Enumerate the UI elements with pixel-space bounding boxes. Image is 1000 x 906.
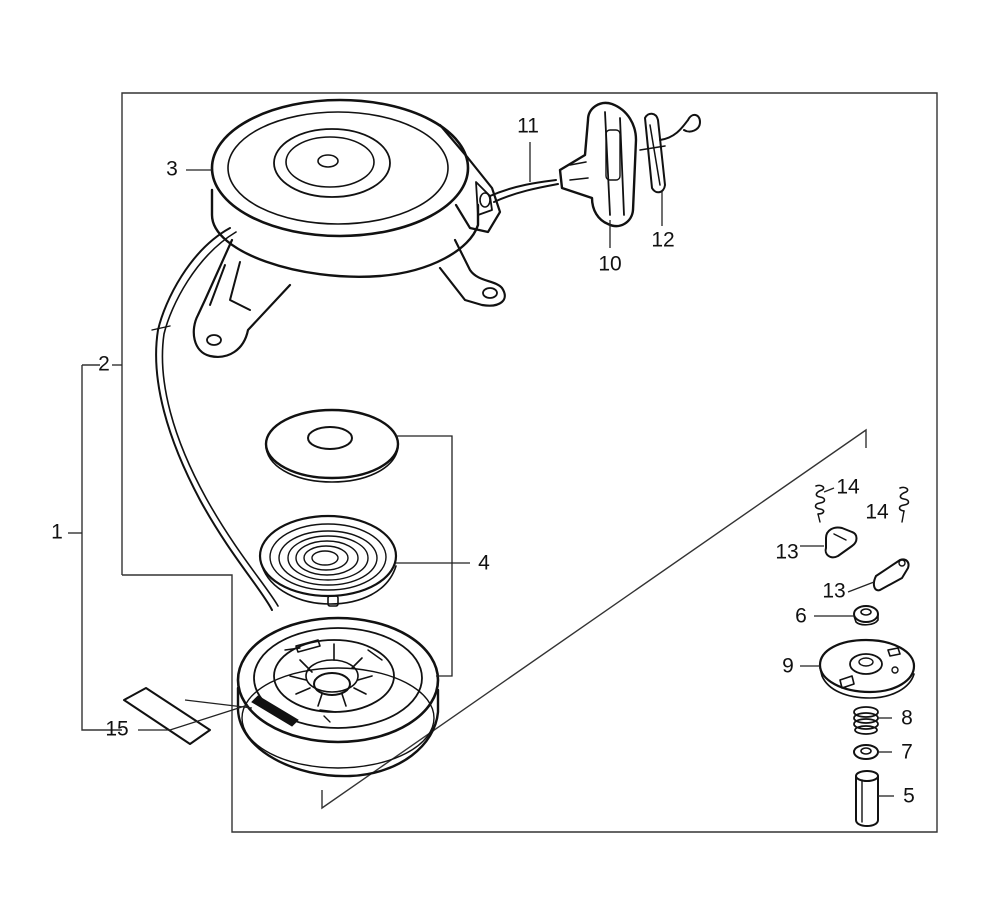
callout-1: 1 [51, 521, 63, 544]
leader-lines [138, 142, 894, 797]
setting-shaft-part [855, 770, 879, 827]
grip-insert-part [639, 112, 701, 194]
callout-11: 11 [517, 115, 539, 138]
ratchet-part [824, 526, 910, 592]
assembly-frame-lines [68, 92, 938, 833]
callout-2: 2 [98, 353, 110, 376]
starter-reel-part [236, 616, 440, 778]
callout-6: 6 [795, 605, 807, 628]
callout-7: 7 [901, 741, 913, 764]
callout-14-right: 14 [865, 501, 889, 524]
washer-part [264, 408, 400, 483]
callout-labels: 1 2 3 4 5 6 7 8 9 10 11 12 13 13 14 14 1… [51, 115, 915, 808]
callout-3: 3 [166, 158, 178, 181]
callout-10: 10 [598, 253, 621, 276]
small-washer-part [853, 744, 879, 760]
callout-13-lower: 13 [822, 580, 845, 603]
friction-plate-part [818, 638, 916, 699]
starter-grip-part [558, 101, 638, 228]
callout-13-upper: 13 [775, 541, 798, 564]
friction-spring-part [853, 706, 879, 735]
callout-9: 9 [782, 655, 794, 678]
label-sticker-part [123, 687, 211, 745]
callout-15: 15 [105, 718, 128, 741]
recoil-spring-part [258, 514, 398, 607]
starter-rope-part [151, 179, 559, 611]
starter-case-part [192, 98, 506, 358]
callout-4: 4 [478, 552, 490, 575]
callout-14-left: 14 [836, 476, 860, 499]
callout-8: 8 [901, 707, 913, 730]
callout-12: 12 [651, 229, 674, 252]
ratchet-spring-part [814, 484, 910, 523]
friction-nut-part [853, 605, 879, 626]
callout-5: 5 [903, 785, 915, 808]
